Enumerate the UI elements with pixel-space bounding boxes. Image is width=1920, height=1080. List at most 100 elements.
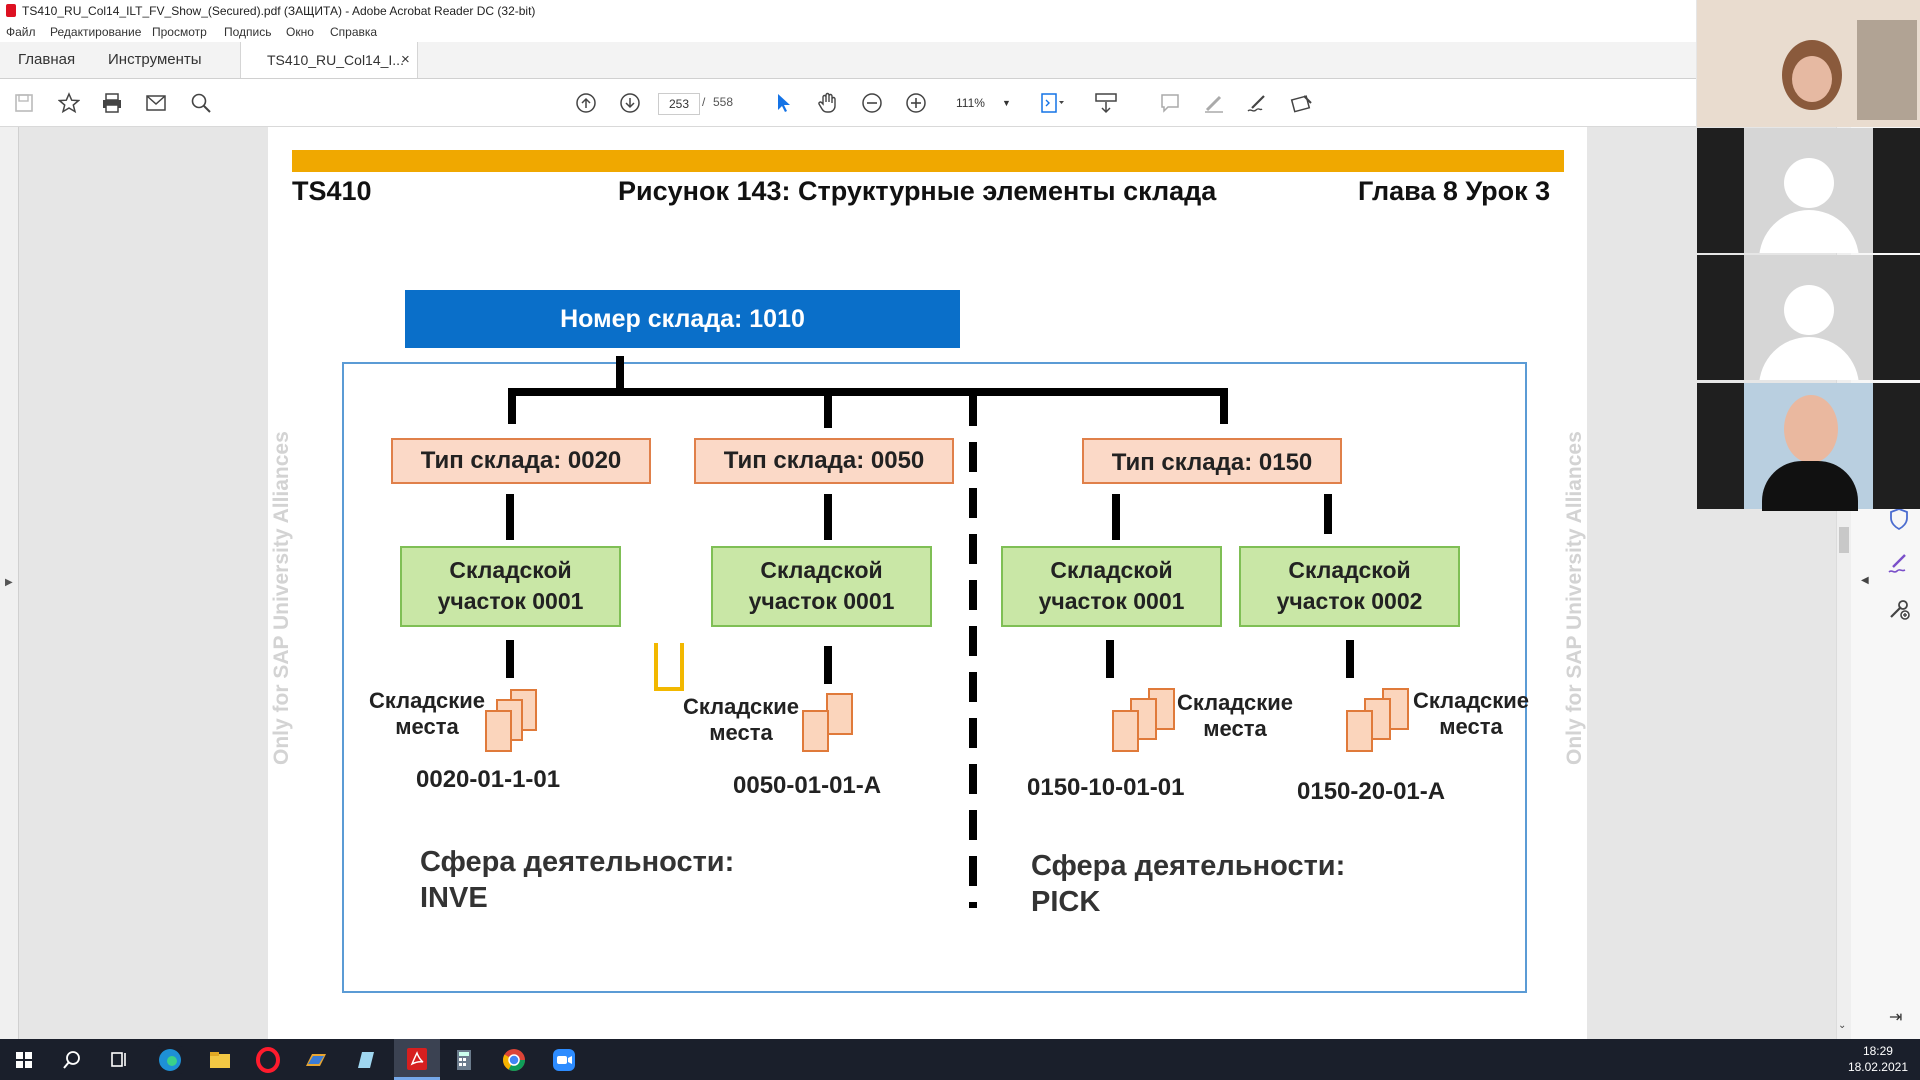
storage-bin-id: 0150-20-01-A bbox=[1297, 778, 1446, 805]
storage-area-label: Складской bbox=[1288, 557, 1411, 583]
menu-window[interactable]: Окно bbox=[286, 25, 314, 39]
slide-figure-title: Рисунок 143: Структурные элементы склада bbox=[618, 176, 1217, 206]
email-icon[interactable] bbox=[142, 89, 170, 117]
protect-shield-icon[interactable] bbox=[1887, 507, 1911, 531]
previous-page-icon[interactable] bbox=[572, 89, 600, 117]
zoom-level-select[interactable]: 111% ▼ bbox=[948, 92, 1016, 114]
bookmark-star-icon[interactable] bbox=[55, 89, 83, 117]
storage-bins-label-line1: Складские bbox=[368, 688, 486, 713]
activity-sphere-value: INVE bbox=[420, 882, 488, 914]
page-number-input[interactable]: 253 bbox=[658, 93, 700, 115]
print-icon[interactable] bbox=[98, 89, 126, 117]
storage-area-box: Складской участок 0001 bbox=[711, 546, 932, 627]
video-participant-1[interactable] bbox=[1697, 0, 1920, 127]
activity-sphere-label: Сфера деятельности: bbox=[1031, 850, 1346, 882]
storage-bins-label: Складские места bbox=[1176, 690, 1294, 742]
fill-sign-icon[interactable] bbox=[1887, 551, 1911, 575]
storage-bins-label: Складские места bbox=[368, 688, 486, 740]
menu-file[interactable]: Файл bbox=[6, 25, 36, 39]
storage-bins-label-line2: места bbox=[395, 714, 459, 739]
annotation-artifact bbox=[654, 643, 684, 691]
storage-bins-label-line2: места bbox=[709, 720, 773, 745]
expand-panel-icon[interactable]: ⇥ bbox=[1889, 1009, 1903, 1026]
connector-line bbox=[1106, 640, 1114, 678]
storage-area-box: Складской участок 0001 bbox=[1001, 546, 1222, 627]
system-clock[interactable]: 18:29 18.02.2021 bbox=[1848, 1043, 1908, 1075]
menu-edit[interactable]: Редактирование bbox=[50, 25, 142, 39]
diagram-frame bbox=[342, 362, 1527, 993]
search-icon[interactable] bbox=[58, 1046, 86, 1074]
hand-tool-icon[interactable] bbox=[814, 89, 842, 117]
tab-home[interactable]: Главная bbox=[18, 51, 76, 68]
tab-tools[interactable]: Инструменты bbox=[108, 51, 202, 68]
page-separator: / bbox=[702, 95, 706, 109]
scroll-mode-icon[interactable] bbox=[1092, 89, 1120, 117]
storage-bins-label-line1: Складские bbox=[682, 694, 800, 719]
notepad-icon[interactable] bbox=[352, 1046, 380, 1074]
tab-document-label: TS410_RU_Col14_I... bbox=[267, 52, 404, 68]
storage-type-0150: Тип склада: 0150 bbox=[1082, 438, 1342, 484]
redact-tool-icon[interactable] bbox=[1288, 89, 1316, 117]
video-participant-3[interactable] bbox=[1697, 255, 1920, 380]
left-panel-collapsed[interactable]: ▶ bbox=[0, 127, 19, 1039]
edge-browser-icon[interactable] bbox=[156, 1046, 184, 1074]
page-total: 558 bbox=[713, 95, 734, 109]
fit-page-icon[interactable] bbox=[1038, 89, 1066, 117]
chrome-browser-icon[interactable] bbox=[500, 1046, 528, 1074]
storage-type-0020: Тип склада: 0020 bbox=[391, 438, 651, 484]
connector-line bbox=[506, 640, 514, 678]
video-participant-4[interactable] bbox=[1697, 383, 1920, 511]
comment-icon[interactable] bbox=[1156, 89, 1184, 117]
more-tools-icon[interactable] bbox=[1887, 597, 1911, 621]
connector-line bbox=[824, 388, 832, 428]
windows-taskbar: 18:29 18.02.2021 bbox=[0, 1039, 1920, 1080]
storage-area-label: Складской bbox=[760, 557, 883, 583]
scrollbar-thumb[interactable] bbox=[1839, 527, 1849, 553]
storage-area-number: участок 0001 bbox=[748, 588, 895, 614]
storage-bins-icon bbox=[1108, 686, 1178, 756]
activity-sphere-pick: Сфера деятельности: PICK bbox=[1031, 848, 1345, 920]
storage-area-label: Складской bbox=[449, 557, 572, 583]
highlight-pen-icon[interactable] bbox=[1200, 89, 1228, 117]
storage-bin-id: 0050-01-01-A bbox=[733, 772, 882, 799]
menu-help[interactable]: Справка bbox=[330, 25, 378, 39]
tab-close-icon[interactable]: × bbox=[401, 51, 410, 68]
collapse-panel-icon[interactable]: ◀ bbox=[1861, 575, 1869, 586]
tab-document[interactable]: TS410_RU_Col14_I... × bbox=[240, 42, 418, 78]
activity-sphere-label: Сфера деятельности: bbox=[420, 846, 735, 878]
zoom-out-icon[interactable] bbox=[858, 89, 886, 117]
sign-icon[interactable] bbox=[1244, 89, 1272, 117]
file-explorer-icon[interactable] bbox=[206, 1046, 234, 1074]
expand-left-panel-icon[interactable]: ▶ bbox=[5, 577, 13, 588]
search-zoom-icon[interactable] bbox=[187, 89, 215, 117]
participant-face bbox=[1792, 56, 1832, 102]
next-page-icon[interactable] bbox=[616, 89, 644, 117]
app-shortcut-icon[interactable] bbox=[302, 1046, 330, 1074]
storage-bins-icon bbox=[482, 686, 542, 752]
zoom-in-icon[interactable] bbox=[902, 89, 930, 117]
participant-face bbox=[1784, 395, 1838, 463]
menu-bar: Файл Редактирование Просмотр Подпись Окн… bbox=[0, 22, 1696, 42]
task-view-icon[interactable] bbox=[106, 1046, 134, 1074]
connector-line bbox=[508, 388, 516, 424]
menu-view[interactable]: Просмотр bbox=[152, 25, 207, 39]
save-icon[interactable] bbox=[10, 89, 38, 117]
storage-type-0050: Тип склада: 0050 bbox=[694, 438, 954, 484]
slide-course-code: TS410 bbox=[292, 176, 372, 206]
video-participant-2[interactable] bbox=[1697, 128, 1920, 253]
acrobat-reader-taskbar-icon[interactable] bbox=[394, 1039, 440, 1080]
zoom-meeting-icon[interactable] bbox=[550, 1046, 578, 1074]
select-cursor-icon[interactable] bbox=[770, 89, 798, 117]
connector-line bbox=[1324, 494, 1332, 534]
window-title: TS410_RU_Col14_ILT_FV_Show_(Secured).pdf… bbox=[22, 4, 536, 18]
windows-start-icon[interactable] bbox=[10, 1046, 38, 1074]
calculator-icon[interactable] bbox=[450, 1046, 478, 1074]
menu-sign[interactable]: Подпись bbox=[224, 25, 272, 39]
activity-sphere-value: PICK bbox=[1031, 886, 1101, 918]
storage-bin-id: 0150-10-01-01 bbox=[1027, 774, 1185, 801]
connector-line bbox=[506, 494, 514, 540]
acrobat-app-icon bbox=[6, 4, 16, 17]
scroll-down-arrow-icon[interactable]: ⌄ bbox=[1838, 1020, 1847, 1031]
opera-browser-icon[interactable] bbox=[254, 1046, 282, 1074]
participant-background-shelf bbox=[1857, 20, 1917, 120]
